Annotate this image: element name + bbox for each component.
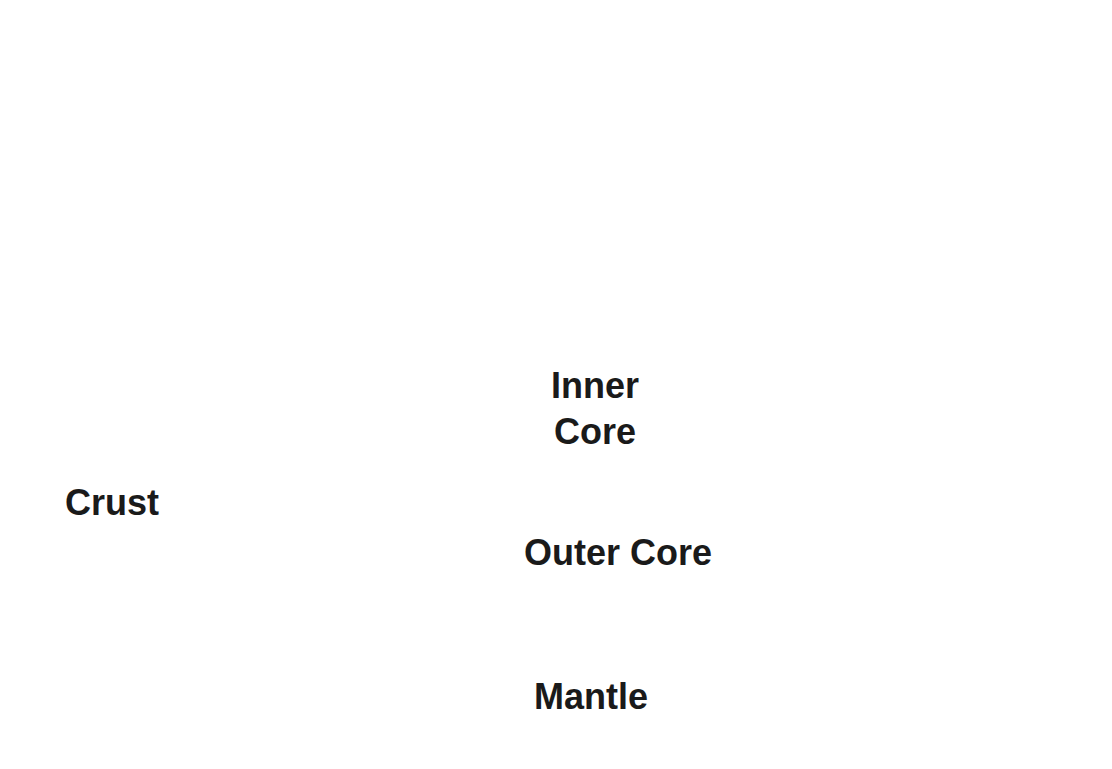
layer-name: Inner Core xyxy=(535,363,655,455)
layer-circle xyxy=(500,291,690,481)
layer-name: Mantle xyxy=(441,674,741,720)
layer-label: Crust xyxy=(65,482,159,524)
outer-core-region: Inner CoreOuter Core xyxy=(348,139,838,629)
trajectory-line xyxy=(82,190,1077,474)
explosion-burst xyxy=(932,414,1018,480)
leader-line xyxy=(172,502,230,505)
inner-core-region: Inner Core xyxy=(500,291,690,481)
layer-circle xyxy=(348,139,838,629)
scatter-arrows xyxy=(984,345,1108,553)
particle-dot xyxy=(4,159,52,207)
arrow-head xyxy=(1074,466,1100,483)
mantle-region: Inner CoreOuter CoreMantle xyxy=(213,6,971,764)
layer-name: Outer Core xyxy=(468,530,768,576)
layer-circle xyxy=(216,9,969,762)
